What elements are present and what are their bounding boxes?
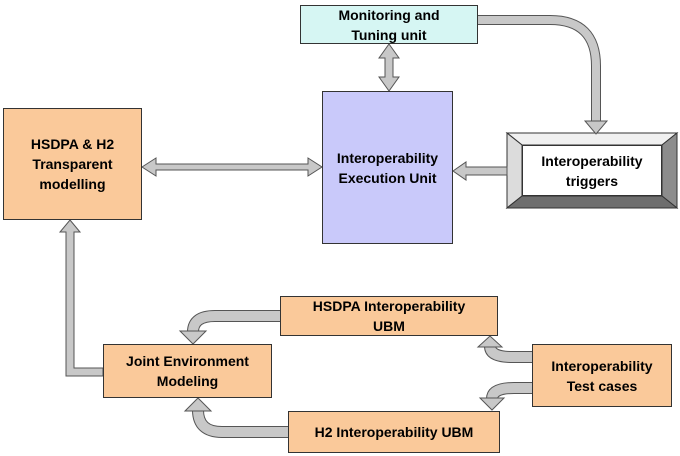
arrow-triggers-execution [452, 161, 508, 181]
arrow-testcases-h2-ubm [478, 382, 532, 411]
arrow-hsdpa-ubm-joint [178, 310, 280, 345]
hsdpa-ubm-node: HSDPA Interoperability UBM [280, 296, 498, 336]
arrow-monitoring-triggers [478, 15, 609, 135]
monitoring-tuning-node: Monitoring and Tuning unit [300, 5, 478, 44]
hsdpa-h2-modelling-node: HSDPA & H2 Transparent modelling [3, 108, 142, 220]
triggers-node: Interoperability triggers [522, 145, 662, 196]
joint-environment-node: Joint Environment Modeling [103, 344, 272, 398]
h2-ubm-node: H2 Interoperability UBM [288, 411, 500, 453]
arrow-monitoring-execution [378, 43, 400, 92]
arrow-h2-ubm-joint [183, 397, 288, 438]
execution-unit-node: Interoperability Execution Unit [322, 91, 453, 244]
triggers-bevel-frame [505, 131, 679, 210]
arrow-testcases-hsdpa-ubm [476, 335, 532, 363]
test-cases-node: Interoperability Test cases [532, 344, 672, 407]
arrow-joint-hsdpa [58, 219, 104, 377]
arrow-hsdpa-execution [141, 157, 323, 177]
